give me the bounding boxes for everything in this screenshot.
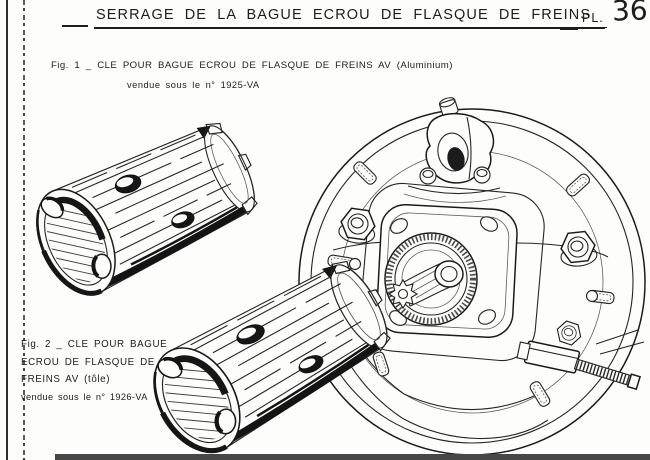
title-lead-dash bbox=[62, 25, 88, 27]
fig2-caption-line1: Fig. 2 _ CLE POUR BAGUE bbox=[21, 339, 168, 350]
fig1-tool-illustration bbox=[0, 106, 277, 329]
hub-carrier bbox=[359, 182, 545, 362]
page-fold-dashed-line bbox=[23, 0, 25, 460]
fig2-caption-line3: FREINS AV (tôle) bbox=[21, 374, 111, 385]
plate-slot bbox=[565, 173, 591, 197]
plate-hole bbox=[348, 257, 362, 271]
plate-label: PL. bbox=[582, 11, 607, 28]
plate-slot bbox=[353, 161, 377, 185]
page-title: SERRAGE DE LA BAGUE ECROU DE FLASQUE DE … bbox=[94, 7, 606, 29]
plate-label-lead-dash bbox=[560, 28, 578, 30]
fig1-caption: Fig. 1 _ CLE POUR BAGUE ECROU DE FLASQUE… bbox=[51, 60, 453, 71]
plate-slot bbox=[372, 351, 390, 377]
scan-edge-bar bbox=[55, 454, 650, 460]
fig2-caption-line2: ECROU DE FLASQUE DE bbox=[21, 357, 155, 368]
plate-slot bbox=[529, 381, 551, 407]
hex-nut bbox=[556, 320, 582, 346]
brake-backing-plate-illustration bbox=[298, 97, 646, 456]
brake-adjuster bbox=[516, 329, 645, 391]
fig2-tool-illustration bbox=[104, 244, 412, 460]
fig1-subcaption: vendue sous le n° 1925-VA bbox=[127, 80, 260, 90]
fig2-subcaption: vendue sous le n° 1926-VA bbox=[21, 392, 148, 402]
hex-nut bbox=[560, 230, 598, 267]
hub-bearing-and-spline bbox=[384, 232, 478, 326]
page-binding-line bbox=[6, 0, 8, 460]
plate-number: 36 bbox=[611, 0, 649, 28]
wheel-cylinder bbox=[419, 97, 495, 185]
plate-hole bbox=[585, 289, 599, 303]
hex-nut bbox=[338, 207, 376, 244]
